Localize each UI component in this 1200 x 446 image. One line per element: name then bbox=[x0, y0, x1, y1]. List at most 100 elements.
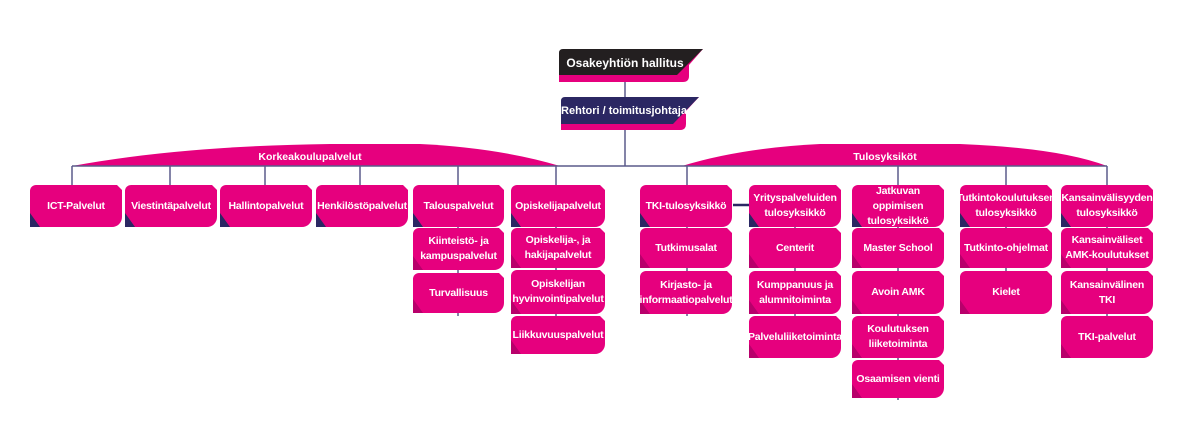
unit-box: Tutkintokoulutuksen tulosyksikkö bbox=[960, 185, 1052, 227]
sub-unit-box: Kiinteistö- ja kampuspalvelut bbox=[413, 228, 504, 270]
sub-unit-box-label: Tutkimusalat bbox=[655, 241, 717, 254]
unit-box-label: Talouspalvelut bbox=[423, 199, 494, 212]
unit-box-label: Viestintäpalvelut bbox=[131, 199, 211, 212]
unit-box: Hallintopalvelut bbox=[220, 185, 312, 227]
group-label-right: Tulosyksiköt bbox=[853, 151, 917, 163]
unit-box-label: Jatkuvan oppimisen tulosyksikkö bbox=[867, 184, 929, 227]
sub-unit-box: Kirjasto- ja informaatiopalvelut bbox=[640, 271, 732, 314]
corner-accent bbox=[852, 254, 862, 268]
corner-accent bbox=[413, 213, 423, 227]
sub-unit-box-label: Tutkinto-ohjelmat bbox=[964, 241, 1048, 254]
sub-unit-box: Tutkinto-ohjelmat bbox=[960, 228, 1052, 268]
corner-accent bbox=[1061, 254, 1071, 268]
sub-unit-box-label: Centerit bbox=[775, 241, 815, 254]
unit-box: Viestintäpalvelut bbox=[125, 185, 217, 227]
unit-box: Yrityspalveluiden tulosyksikkö bbox=[749, 185, 841, 227]
corner-accent bbox=[511, 254, 521, 268]
sub-unit-box: Kielet bbox=[960, 271, 1052, 314]
unit-box: Talouspalvelut bbox=[413, 185, 504, 227]
sub-unit-box: Kansainvälinen TKI bbox=[1061, 271, 1153, 314]
unit-box: TKI-tulosyksikkö bbox=[640, 185, 732, 227]
sub-unit-box: Palveluliiketoiminta bbox=[749, 316, 841, 358]
sub-unit-box: Turvallisuus bbox=[413, 273, 504, 313]
unit-box: Henkilöstöpalvelut bbox=[316, 185, 408, 227]
corner-accent bbox=[749, 254, 759, 268]
corner-accent bbox=[511, 300, 521, 314]
board-shape bbox=[559, 49, 703, 82]
corner-accent bbox=[413, 256, 423, 270]
sub-unit-box: Tutkimusalat bbox=[640, 228, 732, 268]
sub-unit-box-label: Palveluliiketoiminta bbox=[747, 330, 843, 343]
unit-box-label: Kansainvälisyyden tulosyksikkö bbox=[1061, 192, 1153, 219]
rector-shape bbox=[561, 97, 699, 130]
sub-unit-box-label: Avoin AMK bbox=[871, 286, 925, 298]
corner-accent bbox=[1061, 300, 1071, 314]
rector-box: Rehtori / toimitusjohtaja bbox=[561, 97, 699, 130]
corner-accent bbox=[852, 384, 862, 398]
corner-accent bbox=[413, 299, 423, 313]
sub-unit-box-label: Kansainvälinen TKI bbox=[1069, 278, 1145, 306]
corner-accent bbox=[852, 300, 862, 314]
sub-unit-box-label: Osaamisen vienti bbox=[856, 372, 940, 385]
sub-unit-box: Avoin AMK bbox=[852, 271, 944, 314]
sub-unit-box-label: Kansainväliset AMK-koulutukset bbox=[1065, 234, 1149, 261]
corner-accent bbox=[852, 344, 862, 358]
sub-unit-box-label: Kiinteistö- ja kampuspalvelut bbox=[420, 235, 497, 262]
corner-accent bbox=[1061, 344, 1071, 358]
sub-unit-box-label: Koulutuksen liiketoiminta bbox=[867, 323, 929, 350]
corner-accent bbox=[640, 254, 650, 268]
sub-unit-box-label: Kumppanuus ja alumnitoiminta bbox=[756, 278, 834, 306]
board-label: Osakeyhtiön hallitus bbox=[566, 55, 684, 70]
sub-unit-box: Centerit bbox=[749, 228, 841, 268]
corner-accent bbox=[511, 340, 521, 354]
sub-unit-box-label: TKI-palvelut bbox=[1078, 330, 1136, 343]
sub-unit-box: Kansainväliset AMK-koulutukset bbox=[1061, 228, 1153, 268]
corner-accent bbox=[749, 300, 759, 314]
sub-unit-box-label: Master School bbox=[863, 241, 933, 254]
unit-box-label: Hallintopalvelut bbox=[228, 199, 304, 212]
corner-accent bbox=[749, 213, 759, 227]
unit-box: ICT-Palvelut bbox=[30, 185, 122, 227]
unit-box-label: Yrityspalveluiden tulosyksikkö bbox=[753, 192, 837, 219]
sub-unit-box: Master School bbox=[852, 228, 944, 268]
corner-accent bbox=[1061, 213, 1071, 227]
corner-accent bbox=[960, 213, 970, 227]
sub-unit-box-label: Liikkuvuuspalvelut bbox=[512, 328, 604, 341]
unit-box-label: TKI-tulosyksikkö bbox=[645, 199, 727, 212]
sub-unit-box: Liikkuvuuspalvelut bbox=[511, 316, 605, 354]
unit-box-label: Henkilöstöpalvelut bbox=[317, 199, 407, 212]
unit-box: Opiskelijapalvelut bbox=[511, 185, 605, 227]
corner-accent bbox=[852, 213, 862, 227]
corner-accent bbox=[640, 213, 650, 227]
sub-unit-box-label: Turvallisuus bbox=[429, 286, 488, 299]
sub-unit-box: Kumppanuus ja alumnitoiminta bbox=[749, 271, 841, 314]
unit-box-label: Opiskelijapalvelut bbox=[515, 199, 601, 212]
corner-accent bbox=[220, 213, 230, 227]
sub-unit-box: Koulutuksen liiketoiminta bbox=[852, 316, 944, 358]
corner-accent bbox=[125, 213, 135, 227]
group-label-left: Korkeakoulupalvelut bbox=[258, 151, 362, 163]
corner-accent bbox=[749, 344, 759, 358]
sub-unit-box-label: Opiskelijan hyvinvointipalvelut bbox=[512, 278, 604, 305]
sub-unit-box-label: Kirjasto- ja informaatiopalvelut bbox=[639, 278, 733, 306]
corner-accent bbox=[316, 213, 326, 227]
group-arc-right bbox=[682, 144, 1107, 166]
corner-accent bbox=[511, 213, 521, 227]
sub-unit-box: Opiskelija-, ja hakijapalvelut bbox=[511, 228, 605, 268]
corner-accent bbox=[960, 300, 970, 314]
unit-box-label: Tutkintokoulutuksen tulosyksikkö bbox=[956, 192, 1056, 219]
sub-unit-box-label: Kielet bbox=[992, 286, 1020, 298]
sub-unit-box-label: Opiskelija-, ja hakijapalvelut bbox=[524, 234, 592, 261]
unit-box-label: ICT-Palvelut bbox=[47, 199, 105, 212]
sub-unit-box: Osaamisen vienti bbox=[852, 360, 944, 398]
sub-unit-box: Opiskelijan hyvinvointipalvelut bbox=[511, 270, 605, 314]
sub-unit-box: TKI-palvelut bbox=[1061, 316, 1153, 358]
board-box: Osakeyhtiön hallitus bbox=[559, 49, 703, 82]
unit-box: Jatkuvan oppimisen tulosyksikkö bbox=[852, 185, 944, 227]
corner-accent bbox=[30, 213, 40, 227]
group-arc-left bbox=[72, 144, 560, 166]
unit-box: Kansainvälisyyden tulosyksikkö bbox=[1061, 185, 1153, 227]
rector-label: Rehtori / toimitusjohtaja bbox=[561, 105, 687, 117]
corner-accent bbox=[640, 300, 650, 314]
corner-accent bbox=[960, 254, 970, 268]
